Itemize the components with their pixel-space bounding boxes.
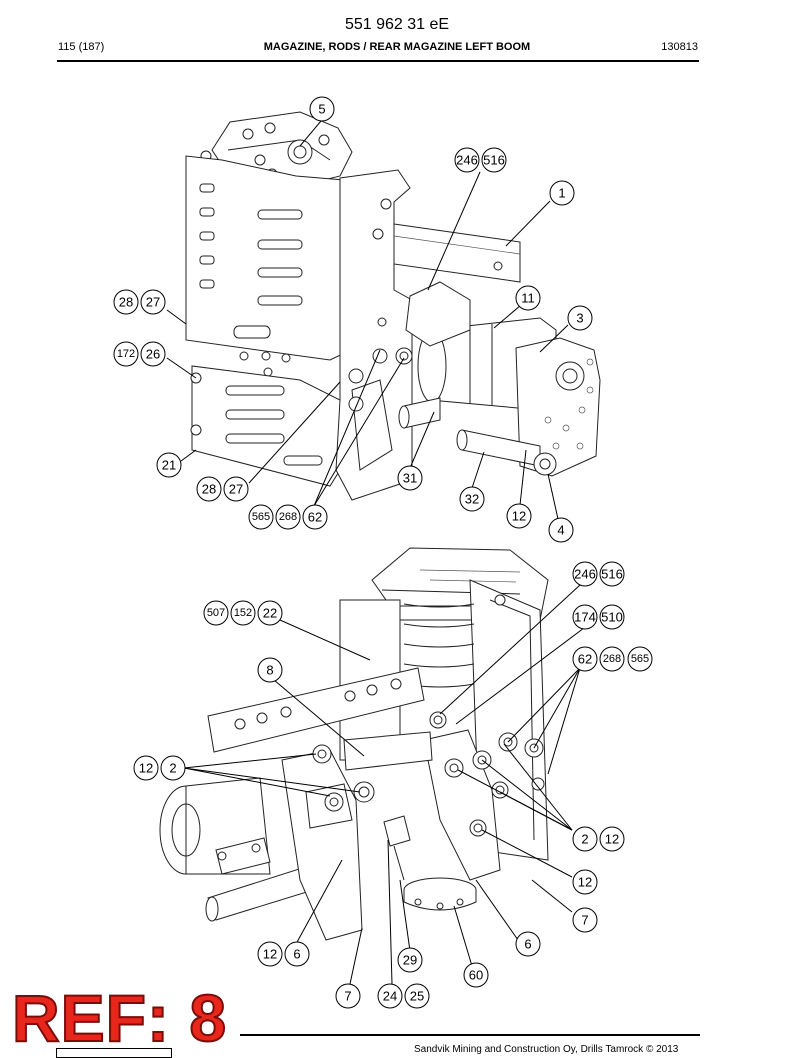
- callout-label: 62: [308, 510, 322, 525]
- callout-label: 28: [119, 295, 133, 310]
- callout-label: 28: [202, 482, 216, 497]
- side-frame: [335, 169, 413, 501]
- spring: [403, 603, 475, 688]
- callout-l174: 174 510: [572, 604, 625, 630]
- callout-label: 26: [146, 347, 160, 362]
- callout-l7b: 7: [335, 983, 361, 1009]
- callout-label: 24: [383, 989, 397, 1004]
- revision-date: 130813: [661, 41, 698, 53]
- callout-label: 1: [558, 186, 565, 201]
- callout-label: 2: [169, 761, 176, 776]
- document-code: 551 962 31 eE: [344, 16, 450, 33]
- callout-u5: 5: [309, 96, 335, 122]
- callout-u31: 31: [397, 465, 423, 491]
- callout-u21: 21: [156, 452, 182, 478]
- callout-u246: 246 516: [454, 147, 507, 173]
- callout-label: 7: [581, 913, 588, 928]
- callout-label: 6: [293, 947, 300, 962]
- end-plate: [515, 337, 601, 477]
- callout-u172: 172 26: [113, 341, 166, 367]
- callout-l2b: 2 12: [572, 826, 625, 852]
- callout-label: 246: [456, 153, 478, 168]
- callout-label: 565: [252, 511, 270, 523]
- lower-plate: [190, 365, 341, 487]
- callout-label: 22: [263, 606, 277, 621]
- callout-l8: 8: [257, 657, 283, 683]
- callout-label: 565: [631, 653, 649, 665]
- callout-l246: 246 516: [572, 561, 625, 587]
- logo-bar: [56, 1048, 172, 1058]
- callout-label: 3: [576, 311, 583, 326]
- guide-rail: [393, 223, 521, 283]
- callout-label: 268: [279, 511, 297, 523]
- callout-l7a: 7: [572, 907, 598, 933]
- callout-label: 12: [139, 761, 153, 776]
- callout-label: 12: [605, 832, 619, 847]
- callout-u3: 3: [567, 305, 593, 331]
- callout-label: 25: [410, 989, 424, 1004]
- callout-label: 29: [403, 953, 417, 968]
- callout-l6a: 6: [515, 931, 541, 957]
- header-divider: [57, 60, 699, 62]
- callout-label: 510: [601, 610, 623, 625]
- callout-label: 27: [229, 482, 243, 497]
- callout-u11: 11: [515, 285, 541, 311]
- callout-l29: 29: [397, 947, 423, 973]
- leader-lines: [166, 120, 585, 985]
- callout-u28b: 28 27: [196, 476, 249, 502]
- footer-divider: [240, 1034, 700, 1036]
- callout-label: 516: [483, 153, 505, 168]
- page-title: MAGAZINE, RODS / REAR MAGAZINE LEFT BOOM: [263, 41, 531, 53]
- perforated-rail: [207, 667, 425, 753]
- callout-label: 32: [465, 492, 479, 507]
- callout-l24: 24 25: [377, 983, 430, 1009]
- callout-l507: 507 152 22: [203, 600, 283, 626]
- rotary-drum: [159, 777, 271, 875]
- callout-label: 12: [512, 509, 526, 524]
- callout-l60: 60: [463, 962, 489, 988]
- callout-label: 507: [207, 607, 225, 619]
- flange-disc: [403, 877, 477, 911]
- callout-label: 516: [601, 567, 623, 582]
- callout-u565: 565 268 62: [248, 504, 328, 530]
- callout-label: 27: [146, 295, 160, 310]
- callout-label: 5: [318, 102, 325, 117]
- callout-label: 2: [581, 832, 588, 847]
- callout-label: 62: [578, 652, 592, 667]
- footer-copyright: Sandvik Mining and Construction Oy, Dril…: [414, 1044, 679, 1055]
- callout-label: 4: [557, 523, 564, 538]
- callout-label: 172: [117, 348, 135, 360]
- callout-label: 11: [521, 291, 535, 306]
- callout-l12a: 12 2: [133, 755, 186, 781]
- callout-label: 152: [234, 607, 252, 619]
- callout-l62: 62 268 565: [572, 646, 653, 672]
- upper-assembly-drawing: [185, 111, 601, 501]
- callout-label: 268: [603, 653, 621, 665]
- callout-u32: 32: [459, 486, 485, 512]
- callout-l12c: 12: [572, 869, 598, 895]
- callout-u4: 4: [548, 517, 574, 543]
- slotted-plate: [185, 155, 373, 377]
- page-number: 115 (187): [58, 41, 105, 53]
- callout-label: 31: [403, 471, 417, 486]
- callout-label: 21: [162, 458, 176, 473]
- callout-label: 6: [524, 937, 531, 952]
- shafts: [398, 397, 557, 476]
- callout-label: 60: [469, 968, 483, 983]
- callout-u1: 1: [549, 180, 575, 206]
- hydraulic-connector: [383, 815, 411, 881]
- callout-label: 12: [578, 875, 592, 890]
- callout-label: 246: [574, 567, 596, 582]
- callout-u28a: 28 27: [113, 289, 166, 315]
- callout-u12: 12: [506, 503, 532, 529]
- callout-label: 7: [344, 989, 351, 1004]
- callout-label: 12: [263, 947, 277, 962]
- callout-l12d: 12 6: [257, 941, 310, 967]
- ref-stamp: REF: 8: [11, 981, 228, 1055]
- callout-label: 8: [266, 663, 273, 678]
- callout-label: 174: [574, 610, 596, 625]
